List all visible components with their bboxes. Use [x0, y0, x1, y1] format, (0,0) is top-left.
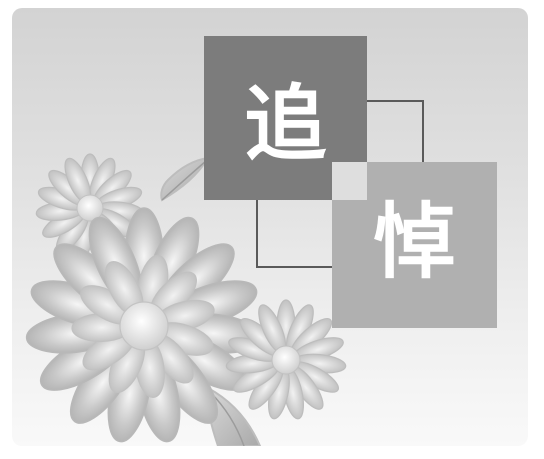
overlap-square	[332, 162, 367, 200]
large-flower	[25, 207, 263, 443]
leaf-top	[160, 156, 210, 202]
character-top: 追	[244, 77, 327, 172]
memorial-card: 追 悼	[12, 8, 528, 446]
character-bottom: 悼	[373, 195, 456, 290]
flower-decoration	[25, 153, 347, 446]
small-flower-bottom	[225, 299, 347, 420]
